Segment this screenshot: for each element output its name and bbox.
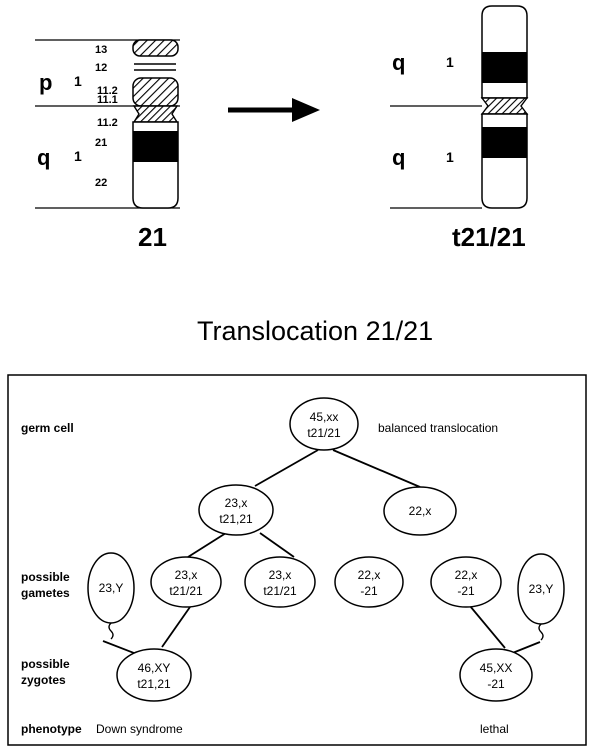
arm-q-region-label: 1 (74, 148, 82, 164)
germ-cell-label: germ cell (21, 421, 74, 435)
zygote-right-line1: 45,XX (480, 661, 513, 675)
arm-top-region-label: 1 (446, 54, 454, 70)
figure-title: Translocation 21/21 (197, 316, 433, 346)
meiosis-node-left: 23,x t21,21 (198, 484, 274, 536)
upper-dark-band (482, 52, 527, 83)
phenotype-label: phenotype (21, 722, 82, 736)
band-21-label: 21 (95, 137, 107, 149)
band-12-label: 12 (95, 62, 107, 74)
chromosome-t21-21-name: t21/21 (452, 222, 526, 252)
gamete-4-line1: 22,x (455, 568, 478, 582)
chromosome-21: p 1 q 1 13 12 11.2 11.1 11.2 21 22 21 (35, 39, 180, 252)
gamete-node-3: 22,x -21 (334, 556, 404, 608)
band-22-label: 22 (95, 177, 107, 189)
translocation-centromere (480, 97, 529, 115)
gamete-1-line2: t21/21 (169, 584, 203, 598)
arm-bottom-label: q (392, 145, 405, 170)
balanced-translocation-note: balanced translocation (378, 421, 498, 435)
arrow-icon (228, 98, 320, 122)
sperm-node-right: 23,Y (517, 553, 565, 625)
band-11-2p-label: 11.2 (97, 85, 118, 97)
lower-dark-band (482, 127, 527, 158)
possible-zygotes-label-2: zygotes (21, 673, 66, 687)
pedigree-box: germ cell possible gametes possible zygo… (7, 374, 587, 746)
gamete-4-line2: -21 (457, 584, 475, 598)
chromosome-t21-21: q 1 q 1 t21/21 (390, 5, 529, 252)
band-11-2p-shape (132, 77, 179, 107)
arm-p-label: p (39, 70, 52, 95)
sperm-left-karyotype: 23,Y (99, 581, 124, 595)
band-11-1-label: 11.1 (97, 94, 118, 106)
sperm-tail-left (108, 622, 114, 640)
arm-top-label: q (392, 50, 405, 75)
arm-p-region-label: 1 (74, 73, 82, 89)
meiosis-node-right: 22,x (383, 486, 457, 536)
centromere-shape (132, 105, 179, 123)
meiosis-left-line1: 23,x (225, 496, 248, 510)
sperm-tail-right (538, 623, 544, 641)
chromosome-21-name: 21 (138, 222, 167, 252)
gamete-node-4: 22,x -21 (430, 556, 502, 608)
phenotype-lethal: lethal (480, 722, 509, 736)
phenotype-down-syndrome: Down syndrome (96, 722, 183, 736)
meiosis-right-line1: 22,x (409, 504, 432, 518)
possible-gametes-label-2: gametes (21, 586, 70, 600)
germ-cell-translocation: t21/21 (307, 426, 341, 440)
gamete-3-line2: -21 (360, 584, 378, 598)
zygote-node-right: 45,XX -21 (459, 648, 533, 702)
gamete-1-line1: 23,x (175, 568, 198, 582)
gamete-2-line1: 23,x (269, 568, 292, 582)
gamete-node-1: 23,x t21/21 (150, 556, 222, 608)
zygote-left-line1: 46,XY (138, 661, 171, 675)
arm-q-label: q (37, 145, 50, 170)
germ-cell-node: 45,xx t21/21 (289, 397, 359, 451)
sperm-node-left: 23,Y (87, 552, 135, 624)
sperm-right-karyotype: 23,Y (529, 582, 554, 596)
possible-zygotes-label-1: possible (21, 657, 70, 671)
zygote-left-line2: t21,21 (137, 677, 171, 691)
arm-bottom-region-label: 1 (446, 149, 454, 165)
germ-cell-karyotype: 45,xx (310, 410, 339, 424)
zygote-right-line2: -21 (487, 677, 505, 691)
gamete-node-2: 23,x t21/21 (244, 556, 316, 608)
zygote-node-left: 46,XY t21,21 (116, 648, 192, 702)
band-21-dark (133, 131, 178, 162)
gamete-2-line2: t21/21 (263, 584, 297, 598)
band-13-label: 13 (95, 44, 107, 56)
gamete-3-line1: 22,x (358, 568, 381, 582)
band-11-2q-label: 11.2 (97, 117, 118, 129)
band-13-shape (132, 39, 179, 57)
possible-gametes-label-1: possible (21, 570, 70, 584)
meiosis-left-line2: t21,21 (219, 512, 253, 526)
